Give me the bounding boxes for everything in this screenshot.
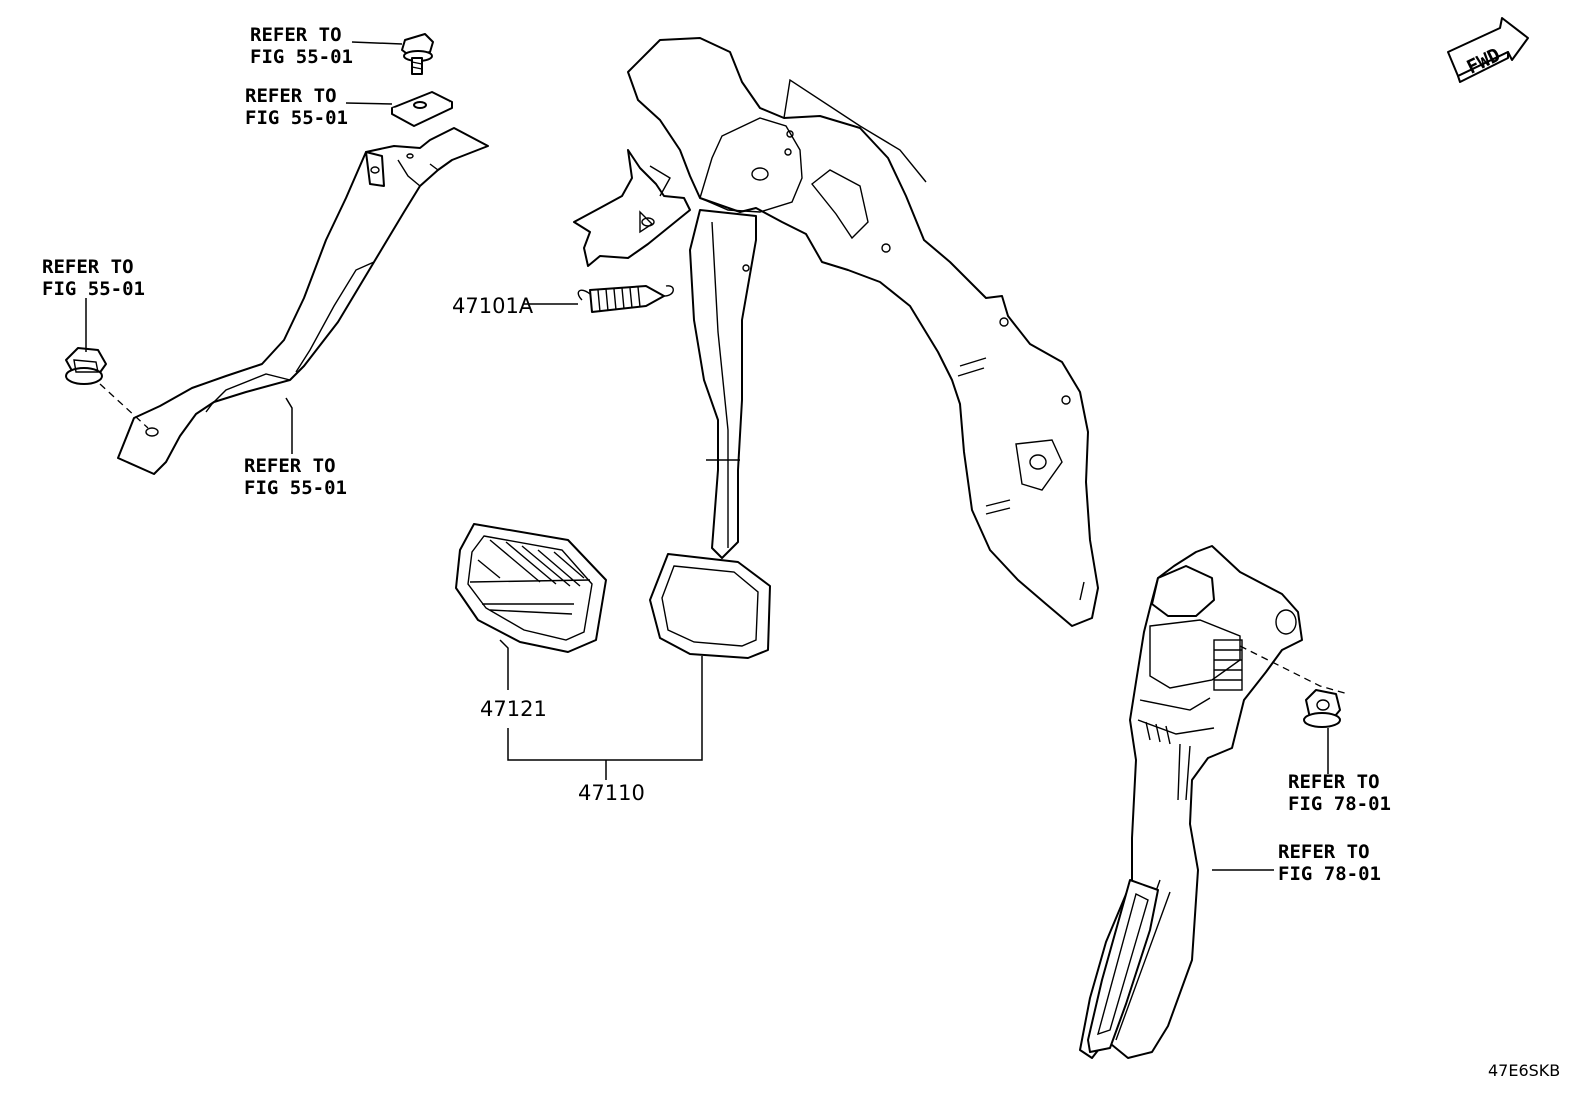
fwd-direction-badge: FWD bbox=[1447, 17, 1529, 83]
callout-line-2: FIG 78-01 bbox=[1288, 793, 1391, 815]
pedal-bracket-brace bbox=[117, 127, 489, 475]
callout-bolt-left: REFER TO FIG 55-01 bbox=[42, 256, 145, 300]
callout-line-1: REFER TO bbox=[244, 455, 336, 477]
leader-lines bbox=[85, 41, 1329, 871]
callout-line-2: FIG 78-01 bbox=[1278, 863, 1381, 885]
callout-nut-right: REFER TO FIG 78-01 bbox=[1288, 771, 1391, 815]
callout-line-2: FIG 55-01 bbox=[250, 46, 353, 68]
callout-line-1: REFER TO bbox=[42, 256, 134, 278]
return-spring-47101a bbox=[577, 285, 674, 313]
callout-line-1: REFER TO bbox=[245, 85, 337, 107]
callout-line-2: FIG 55-01 bbox=[245, 107, 348, 129]
brake-pedal-pad-47110 bbox=[649, 553, 771, 659]
pedal-pad-47121 bbox=[455, 523, 607, 653]
accelerator-pedal-assembly bbox=[1079, 545, 1303, 1059]
callout-line-2: FIG 55-01 bbox=[42, 278, 145, 300]
callout-line-1: REFER TO bbox=[1288, 771, 1380, 793]
callout-accel-pedal: REFER TO FIG 78-01 bbox=[1278, 841, 1381, 885]
brake-pedal-arm bbox=[689, 209, 757, 559]
flange-bolt-top bbox=[401, 33, 434, 75]
callout-bracket: REFER TO FIG 55-01 bbox=[244, 455, 347, 499]
bolt-left-dashed-line bbox=[99, 383, 149, 429]
nut-right-dashed-line bbox=[1239, 645, 1349, 695]
callout-line-1: REFER TO bbox=[250, 24, 342, 46]
part-number-47110: 47110 bbox=[578, 781, 645, 805]
part-number-47121: 47121 bbox=[480, 697, 547, 721]
clip-nut-top bbox=[391, 91, 453, 127]
callout-line-2: FIG 55-01 bbox=[244, 477, 347, 499]
part-number-47101a: 47101A bbox=[452, 294, 534, 318]
drawing-code: 47E6SKB bbox=[1488, 1061, 1560, 1080]
flange-bolt-left bbox=[65, 347, 107, 385]
flange-nut-right bbox=[1303, 689, 1341, 728]
callout-bolt-top: REFER TO FIG 55-01 bbox=[250, 24, 353, 68]
callout-line-1: REFER TO bbox=[1278, 841, 1370, 863]
pedal-support-bracket bbox=[573, 37, 1099, 627]
callout-nut-top: REFER TO FIG 55-01 bbox=[245, 85, 348, 129]
